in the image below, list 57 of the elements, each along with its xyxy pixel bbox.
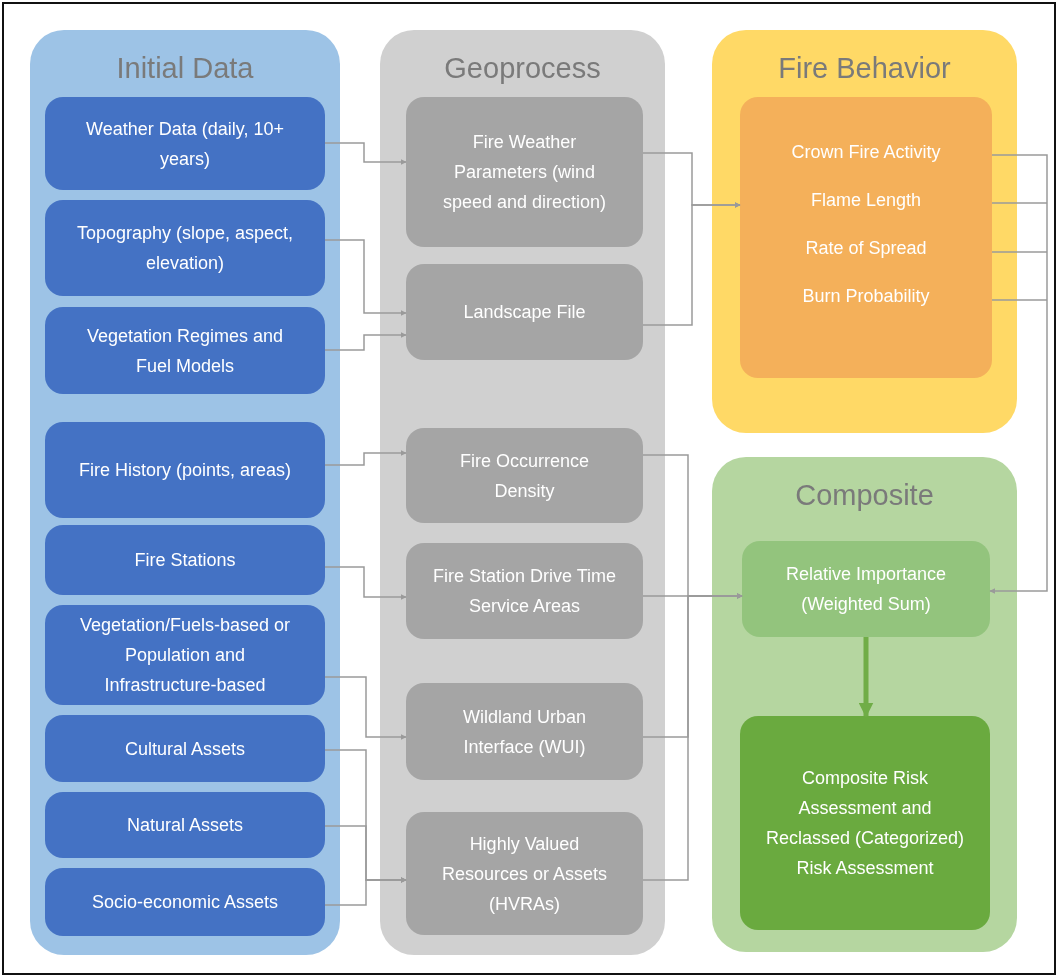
process-box	[45, 792, 325, 858]
box-label: Fire History (points, areas)	[78, 459, 292, 482]
box-label: Wildland Urban Interface (WUI)	[461, 705, 588, 759]
arrow	[989, 154, 1048, 594]
arrow	[324, 239, 407, 316]
group-panel	[30, 30, 340, 955]
panel-title: Initial Data	[115, 52, 255, 85]
process-box	[406, 812, 643, 935]
process-box	[45, 605, 325, 705]
panel-title: Fire Behavior	[777, 52, 952, 85]
box-label: Weather Data (daily, 10+ years)	[85, 117, 285, 171]
box-label: Burn Probability	[802, 285, 930, 307]
box-label: Highly Valued Resources or Assets (HVRAs)	[440, 832, 609, 916]
process-box	[406, 264, 643, 360]
box-label: Fire Stations	[134, 549, 236, 572]
panel-title: Geoprocess	[443, 52, 602, 85]
box-label: Flame Length	[810, 189, 922, 211]
panel-title: Composite	[794, 479, 935, 512]
process-box	[45, 525, 325, 595]
process-box	[45, 868, 325, 936]
arrow	[324, 566, 407, 600]
box-label: Relative Importance (Weighted Sum)	[784, 563, 948, 616]
box-label: Rate of Spread	[805, 237, 927, 259]
process-box	[742, 541, 990, 637]
process-box	[45, 97, 325, 190]
box-label: Crown Fire Activity	[791, 141, 941, 163]
process-box	[45, 200, 325, 296]
arrow	[324, 676, 407, 740]
process-box	[740, 97, 992, 378]
group-panel	[380, 30, 665, 955]
process-box	[45, 715, 325, 782]
process-box	[406, 97, 643, 247]
arrow	[324, 450, 407, 466]
arrow	[642, 202, 741, 326]
box-label: Fire Station Drive Time Service Areas	[431, 565, 618, 618]
box-label: Vegetation/Fuels-based or Population and Infrastructure-based	[78, 614, 292, 697]
box-label: Vegetation Regimes and Fuel Models	[85, 324, 285, 378]
group-panel	[712, 457, 1017, 952]
arrow	[324, 142, 407, 165]
box-label: Composite Risk Assessment and Reclassed (Categorized) Risk Assessment	[765, 767, 965, 880]
process-box	[406, 683, 643, 780]
box-label: Natural Assets	[126, 814, 244, 837]
process-box	[45, 422, 325, 518]
box-label: Socio-economic Assets	[91, 891, 279, 914]
box-label: Fire Occurrence Density	[458, 449, 590, 503]
arrow	[858, 637, 874, 718]
arrow	[324, 877, 407, 906]
process-box	[406, 428, 643, 523]
box-label: Cultural Assets	[124, 737, 246, 761]
process-box	[45, 307, 325, 394]
box-label: Topography (slope, aspect, elevation)	[75, 222, 295, 275]
arrow	[324, 332, 407, 351]
process-box	[740, 716, 990, 930]
process-box	[406, 543, 643, 639]
group-panel	[712, 30, 1017, 433]
box-label: Landscape File	[463, 301, 586, 324]
box-label: Fire Weather Parameters (wind speed and direction)	[441, 131, 608, 214]
